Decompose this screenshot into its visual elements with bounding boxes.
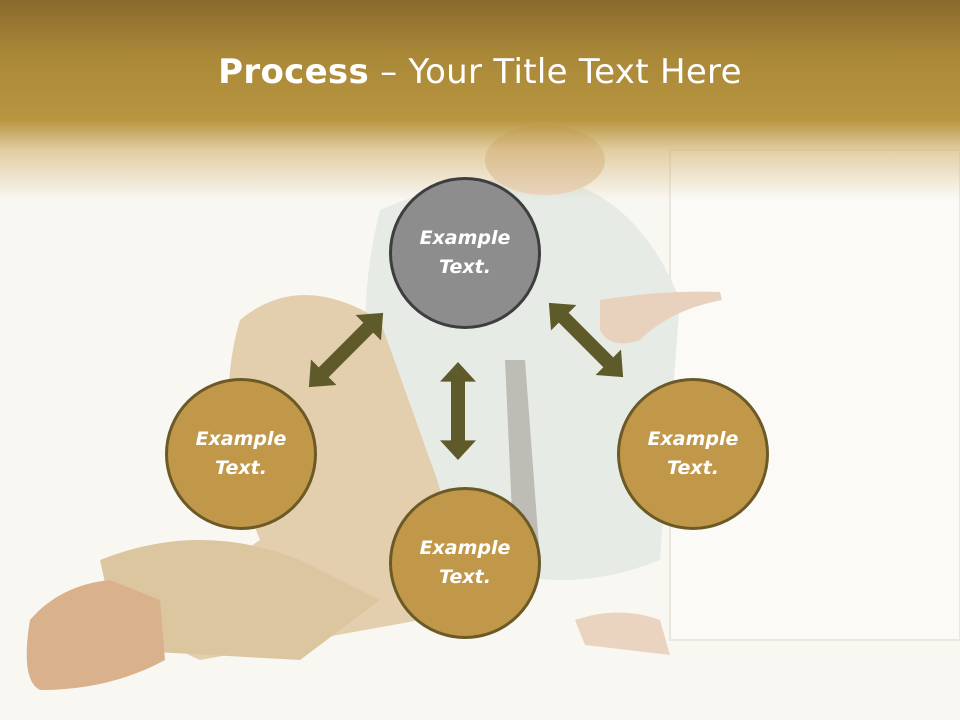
node-left: Example Text. — [165, 378, 317, 530]
title-rest: – Your Title Text Here — [369, 52, 742, 92]
node-bottom-line1: Example — [419, 537, 511, 559]
node-top-line1: Example — [419, 227, 511, 249]
title-bold: Process — [218, 52, 370, 92]
node-left-line1: Example — [195, 428, 287, 450]
node-left-line2: Text. — [215, 457, 267, 479]
header-band — [0, 0, 960, 200]
node-top: Example Text. — [389, 177, 541, 329]
node-right-line2: Text. — [667, 457, 719, 479]
node-bottom-line2: Text. — [439, 566, 491, 588]
node-bottom: Example Text. — [389, 487, 541, 639]
node-top-line2: Text. — [439, 256, 491, 278]
node-right: Example Text. — [617, 378, 769, 530]
node-right-line1: Example — [647, 428, 739, 450]
page-title: Process – Your Title Text Here — [0, 52, 960, 92]
